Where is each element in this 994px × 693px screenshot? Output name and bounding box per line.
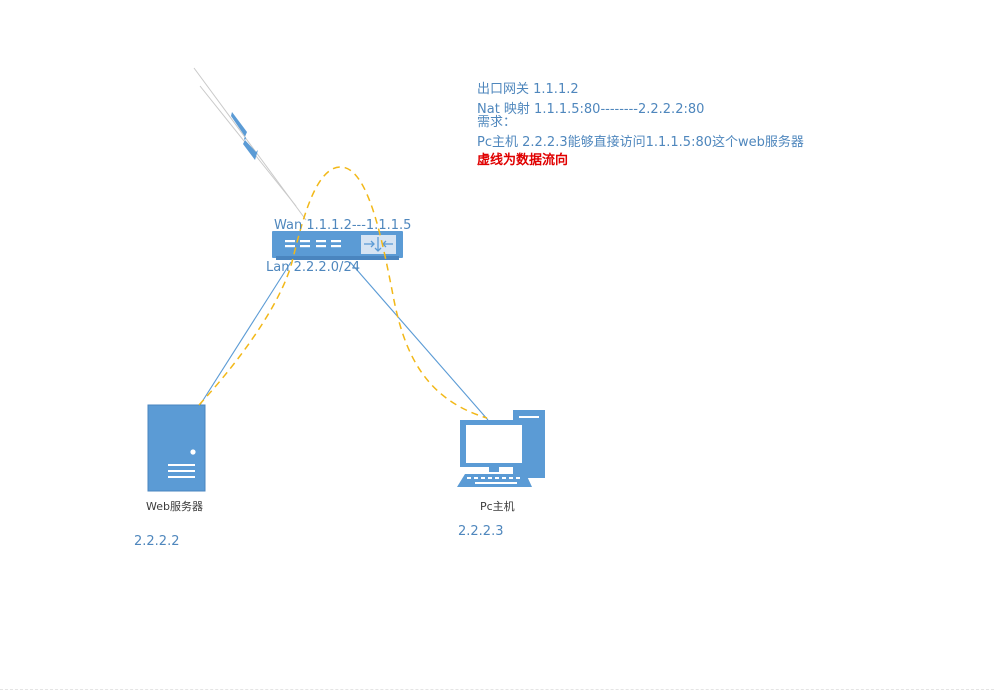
web-server-icon (147, 404, 206, 492)
nat-mapping-note: Nat 映射 1.1.1.5:80--------2.2.2.2:80 (477, 102, 705, 117)
requirement-title: 需求： (477, 115, 517, 130)
flow-legend-note: 虚线为数据流向 (477, 153, 569, 168)
gateway-note: 出口网关 1.1.1.2 (477, 82, 579, 97)
pc-icon (457, 410, 545, 487)
requirement-text: Pc主机 2.2.2.3能够直接访问1.1.1.5:80这个web服务器 (477, 135, 804, 150)
page-bottom-border (0, 689, 994, 690)
web-server-ip: 2.2.2.2 (134, 534, 180, 549)
internet-lightning-icon (193, 67, 307, 221)
pc-name: Pc主机 (480, 500, 515, 513)
pc-ip: 2.2.2.3 (458, 524, 504, 539)
link-router-pc (349, 261, 489, 421)
link-router-webserver (199, 261, 292, 406)
router-lan-label: Lan 2.2.2.0/24 (266, 260, 360, 275)
router-wan-label: Wan 1.1.1.2---1.1.1.5 (274, 218, 412, 233)
data-flow-path (198, 166, 488, 419)
router-icon (272, 231, 403, 260)
web-server-name: Web服务器 (146, 500, 203, 513)
